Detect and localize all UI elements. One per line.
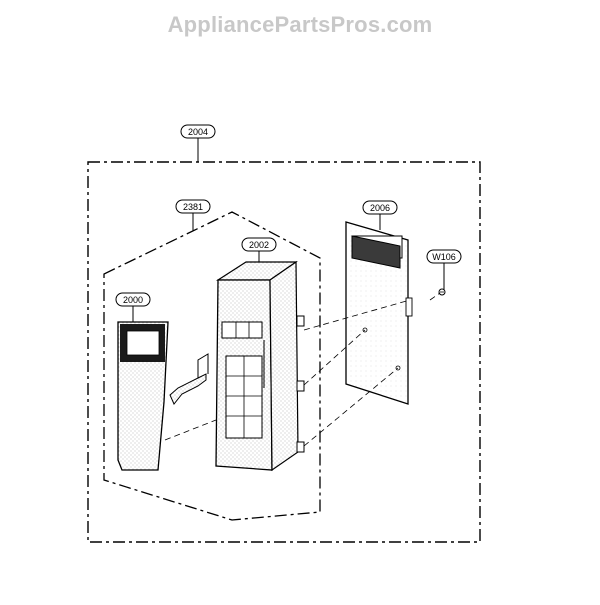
callout-2006: 2006 xyxy=(362,200,398,215)
membrane-panel xyxy=(117,321,169,471)
callout-2000: 2000 xyxy=(115,292,151,307)
screw xyxy=(438,288,446,296)
callout-w106: W106 xyxy=(426,249,462,264)
callout-2381: 2381 xyxy=(175,199,211,214)
ribbon-cable-tail xyxy=(197,353,209,378)
svg-text:2006: 2006 xyxy=(370,203,390,213)
svg-text:W106: W106 xyxy=(432,252,456,262)
sub-assembly-boundary xyxy=(103,211,321,521)
assembly-lines xyxy=(164,292,441,447)
control-frame xyxy=(215,260,305,472)
svg-text:2004: 2004 xyxy=(188,127,208,137)
assembly-boundary xyxy=(87,161,481,543)
svg-text:2381: 2381 xyxy=(183,202,203,212)
pcb-board xyxy=(345,221,413,405)
callout-2004: 2004 xyxy=(180,124,216,139)
svg-text:2002: 2002 xyxy=(249,240,269,250)
callout-2002: 2002 xyxy=(241,237,277,252)
ribbon-cable xyxy=(169,373,207,405)
watermark: AppliancePartsPros.com xyxy=(167,12,433,37)
svg-text:2000: 2000 xyxy=(123,295,143,305)
